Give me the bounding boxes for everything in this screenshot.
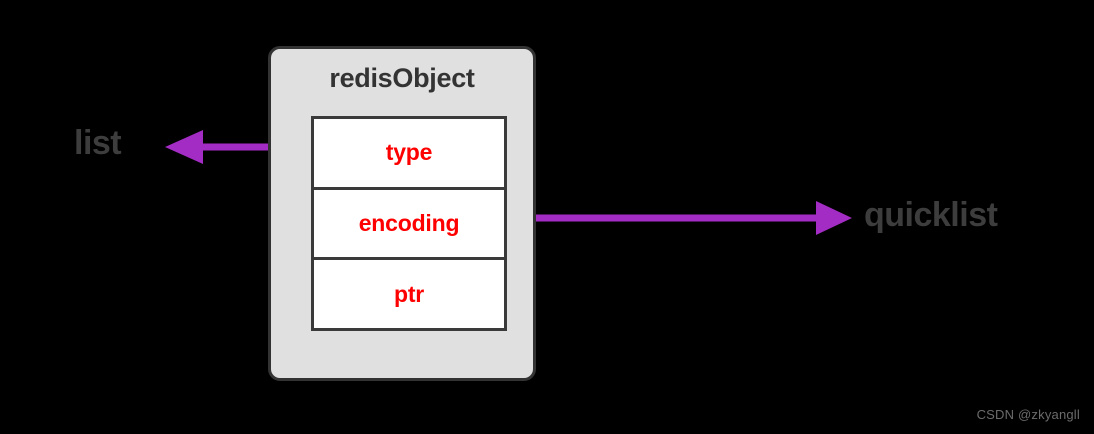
arrowhead-quicklist xyxy=(816,201,852,235)
watermark-text: CSDN @zkyangll xyxy=(976,407,1080,422)
external-label-quicklist: quicklist xyxy=(864,196,998,234)
field-row-type: type xyxy=(314,119,504,187)
field-label-encoding: encoding xyxy=(358,210,460,236)
arrow-encoding-to-quicklist xyxy=(504,201,852,235)
field-row-ptr: ptr xyxy=(314,257,504,329)
redis-object-field-stack: type encoding ptr xyxy=(311,116,507,331)
field-row-encoding: encoding xyxy=(314,186,504,258)
external-label-list: list xyxy=(74,124,122,162)
arrowhead-list xyxy=(165,130,203,164)
field-label-ptr: ptr xyxy=(393,280,425,307)
field-label-type: type xyxy=(385,139,433,166)
redis-object-title: redisObject xyxy=(329,63,475,93)
redis-object-container: redisObject type encoding ptr xyxy=(268,46,536,381)
